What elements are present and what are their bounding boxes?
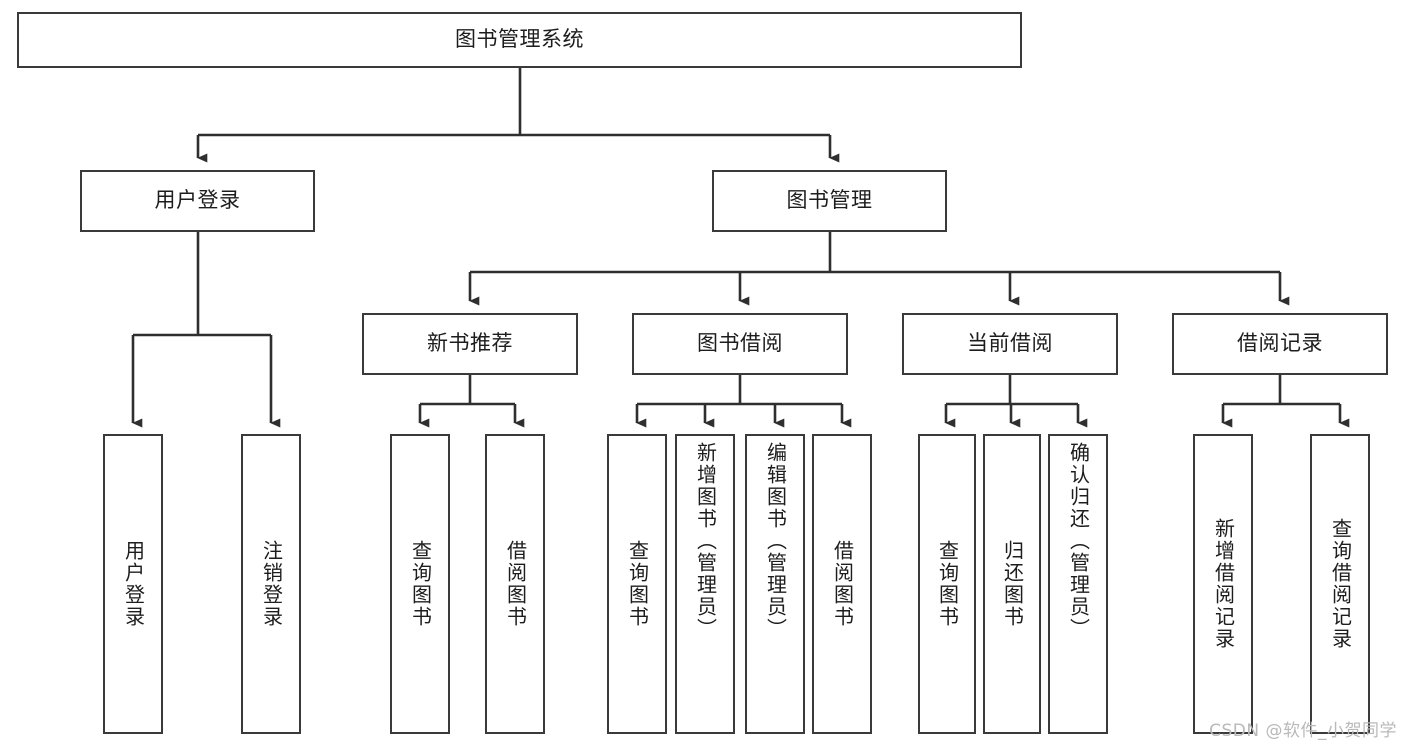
- leaf-add-book-admin[interactable]: 新增图书（管理员）: [675, 434, 735, 734]
- leaf-query-borrow-record[interactable]: 查询借阅记录: [1310, 434, 1370, 734]
- leaf-query-book-recommend[interactable]: 查询图书: [390, 434, 450, 734]
- node-new-book-recommend[interactable]: 新书推荐: [362, 313, 578, 375]
- leaf-edit-book-admin[interactable]: 编辑图书（管理员）: [745, 434, 805, 734]
- leaf-query-book-borrow[interactable]: 查询图书: [607, 434, 667, 734]
- leaf-borrow-book-recommend[interactable]: 借阅图书: [485, 434, 545, 734]
- leaf-add-borrow-record[interactable]: 新增借阅记录: [1193, 434, 1253, 734]
- leaf-return-book[interactable]: 归还图书: [983, 434, 1041, 734]
- node-book-management[interactable]: 图书管理: [712, 170, 947, 232]
- node-current-borrow[interactable]: 当前借阅: [902, 313, 1118, 375]
- leaf-logout-login[interactable]: 注销登录: [241, 434, 301, 734]
- node-book-borrow[interactable]: 图书借阅: [632, 313, 848, 375]
- node-root-book-management-system[interactable]: 图书管理系统: [17, 12, 1022, 68]
- leaf-query-book-current[interactable]: 查询图书: [918, 434, 976, 734]
- node-user-login[interactable]: 用户登录: [80, 170, 315, 232]
- leaf-borrow-book-borrow[interactable]: 借阅图书: [812, 434, 872, 734]
- leaf-confirm-return-admin[interactable]: 确认归还（管理员）: [1048, 434, 1108, 734]
- node-borrow-record[interactable]: 借阅记录: [1172, 313, 1388, 375]
- leaf-user-login[interactable]: 用户登录: [103, 434, 163, 734]
